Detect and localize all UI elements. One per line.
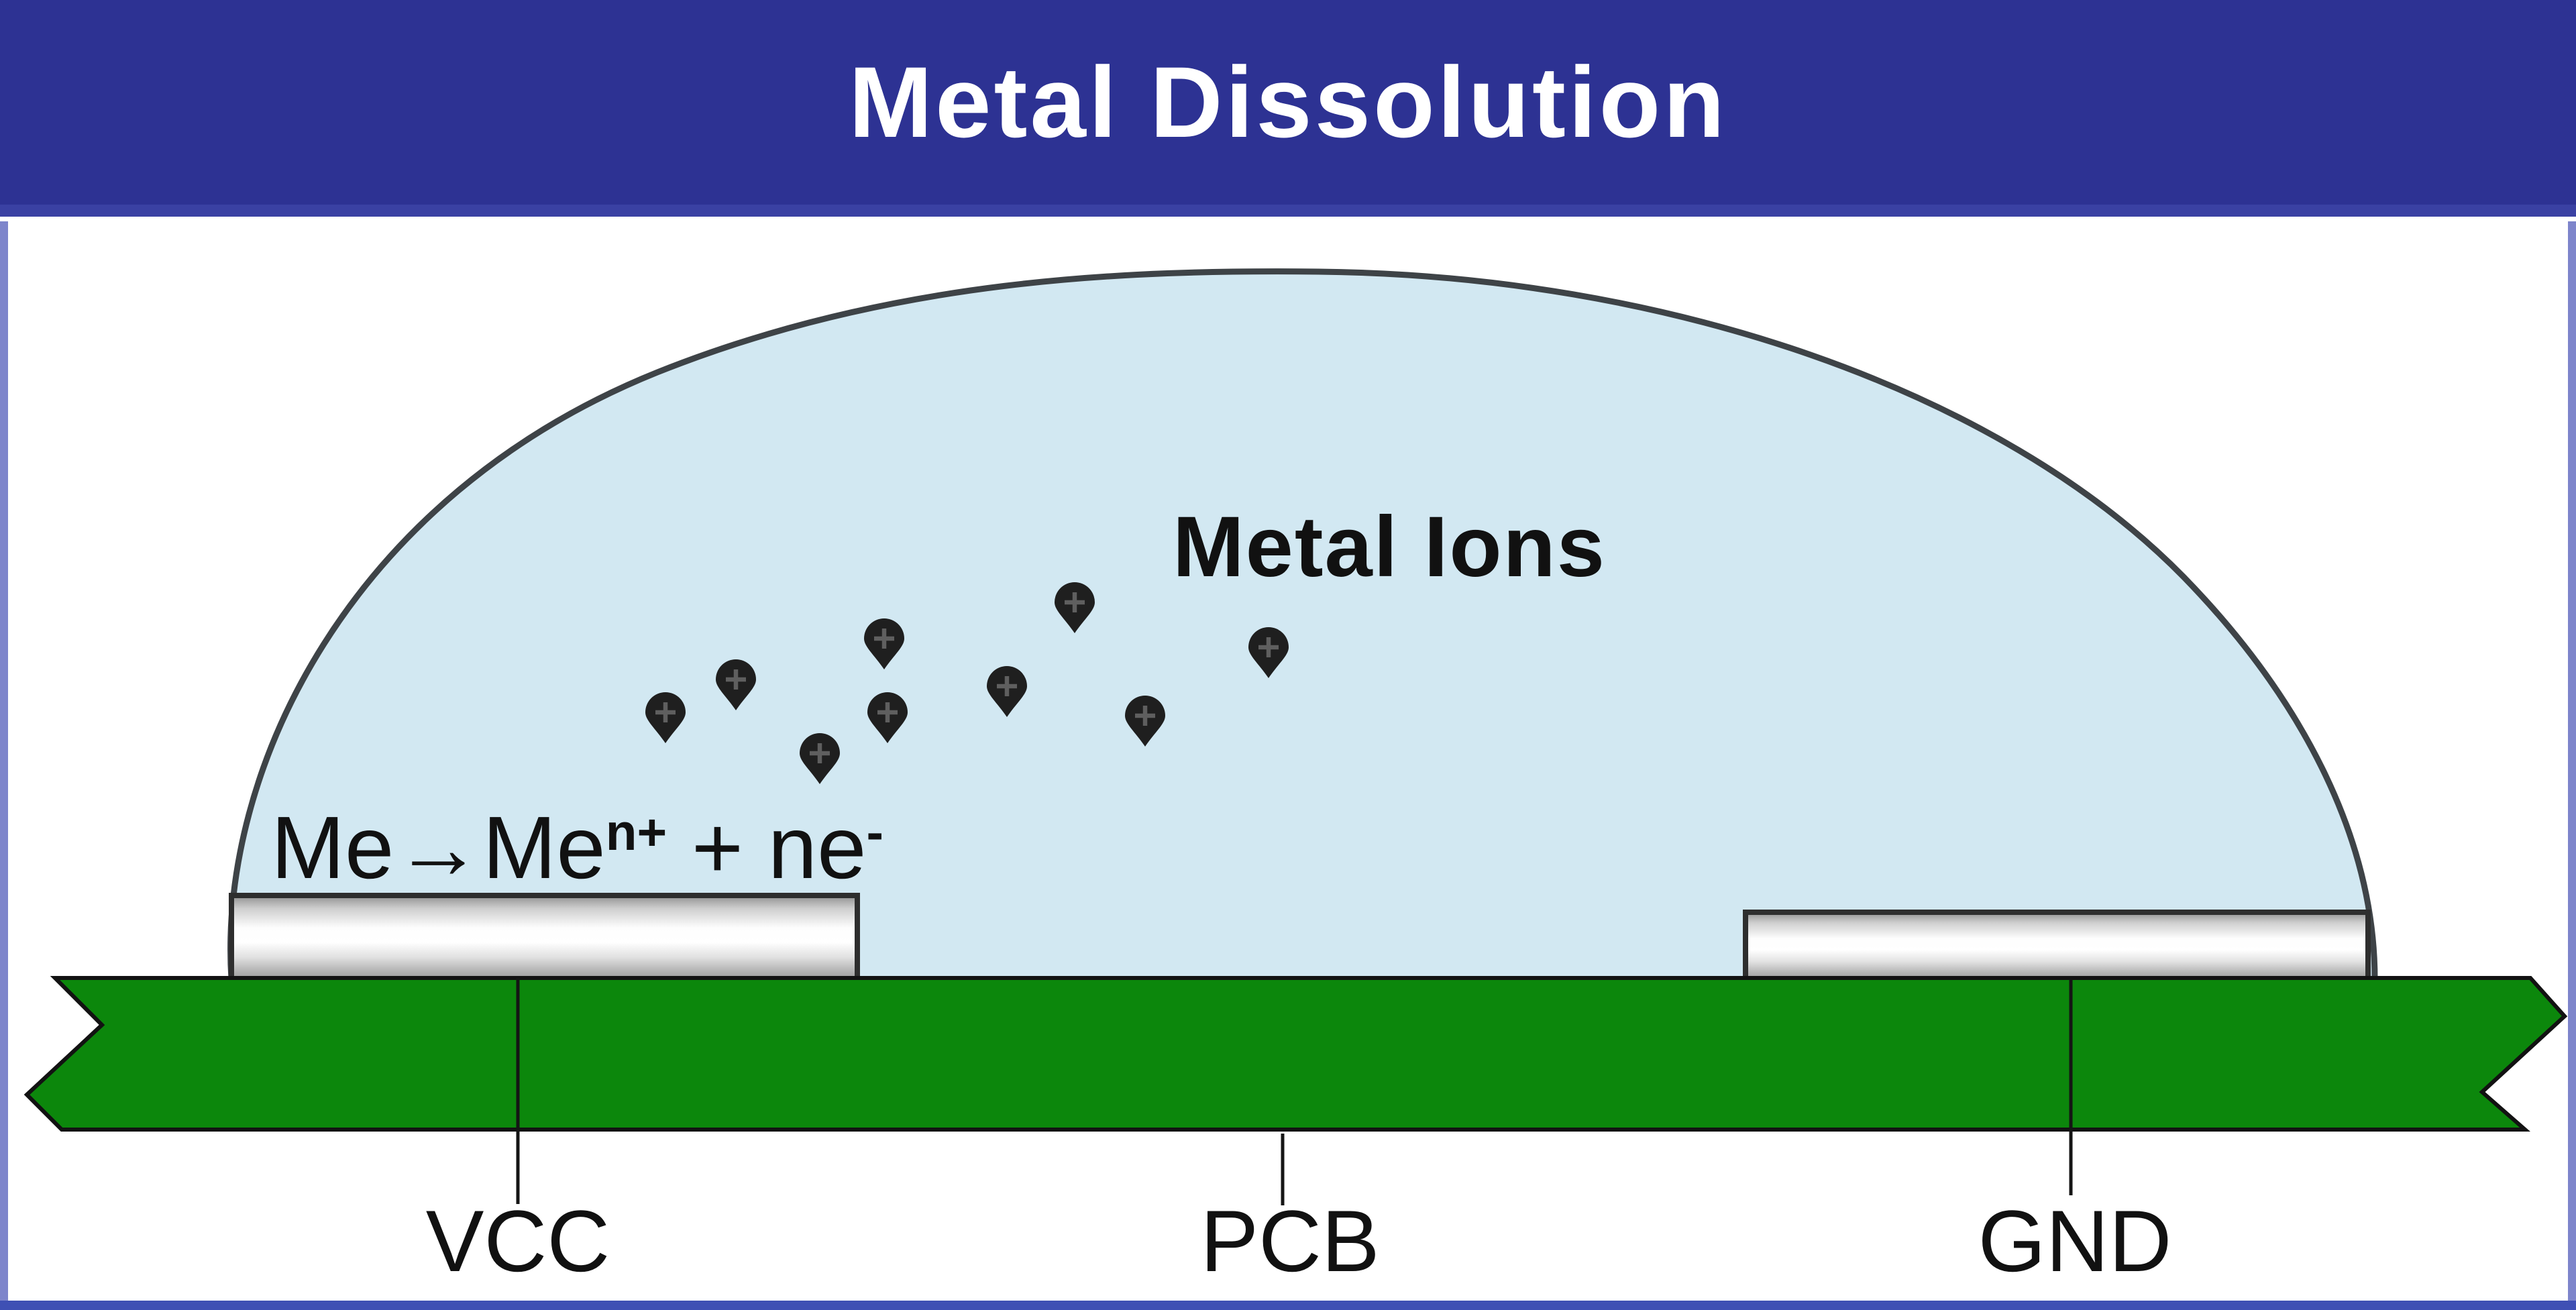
frame-border-right (2568, 221, 2576, 1310)
vcc-label: VCC (425, 1192, 610, 1290)
vcc-electrode (229, 893, 860, 983)
metal-ions-label: Metal Ions (1173, 499, 1606, 595)
dissolution-equation: Me→Men+ + ne- (271, 804, 883, 892)
metal-ion (1125, 696, 1165, 747)
frame-border-left (0, 221, 8, 1310)
metal-ion (1248, 627, 1289, 678)
metal-ion (867, 692, 908, 743)
equation-base1: Me→Me (271, 798, 606, 897)
metal-ion (716, 659, 756, 710)
title-banner: Metal Dissolution (0, 0, 2576, 205)
metal-ion (1055, 582, 1095, 633)
equation-superscript-minus: - (866, 804, 883, 861)
frame-border-bottom (0, 1301, 2576, 1310)
metal-ion (800, 733, 840, 784)
metal-ion (864, 618, 904, 669)
equation-base2: + ne (667, 798, 867, 897)
gnd-electrode (1743, 910, 2371, 983)
metal-ions-group (645, 582, 1289, 784)
page-title: Metal Dissolution (849, 46, 1727, 158)
pcb-board (23, 976, 2568, 1132)
water-droplet (227, 268, 2378, 983)
banner-accent-strip (0, 205, 2576, 217)
equation-superscript-n-plus: n+ (605, 804, 667, 861)
metal-ion (645, 692, 686, 743)
metal-ion (987, 666, 1027, 717)
gnd-label: GND (1978, 1192, 2172, 1290)
pcb-label: PCB (1200, 1192, 1380, 1290)
